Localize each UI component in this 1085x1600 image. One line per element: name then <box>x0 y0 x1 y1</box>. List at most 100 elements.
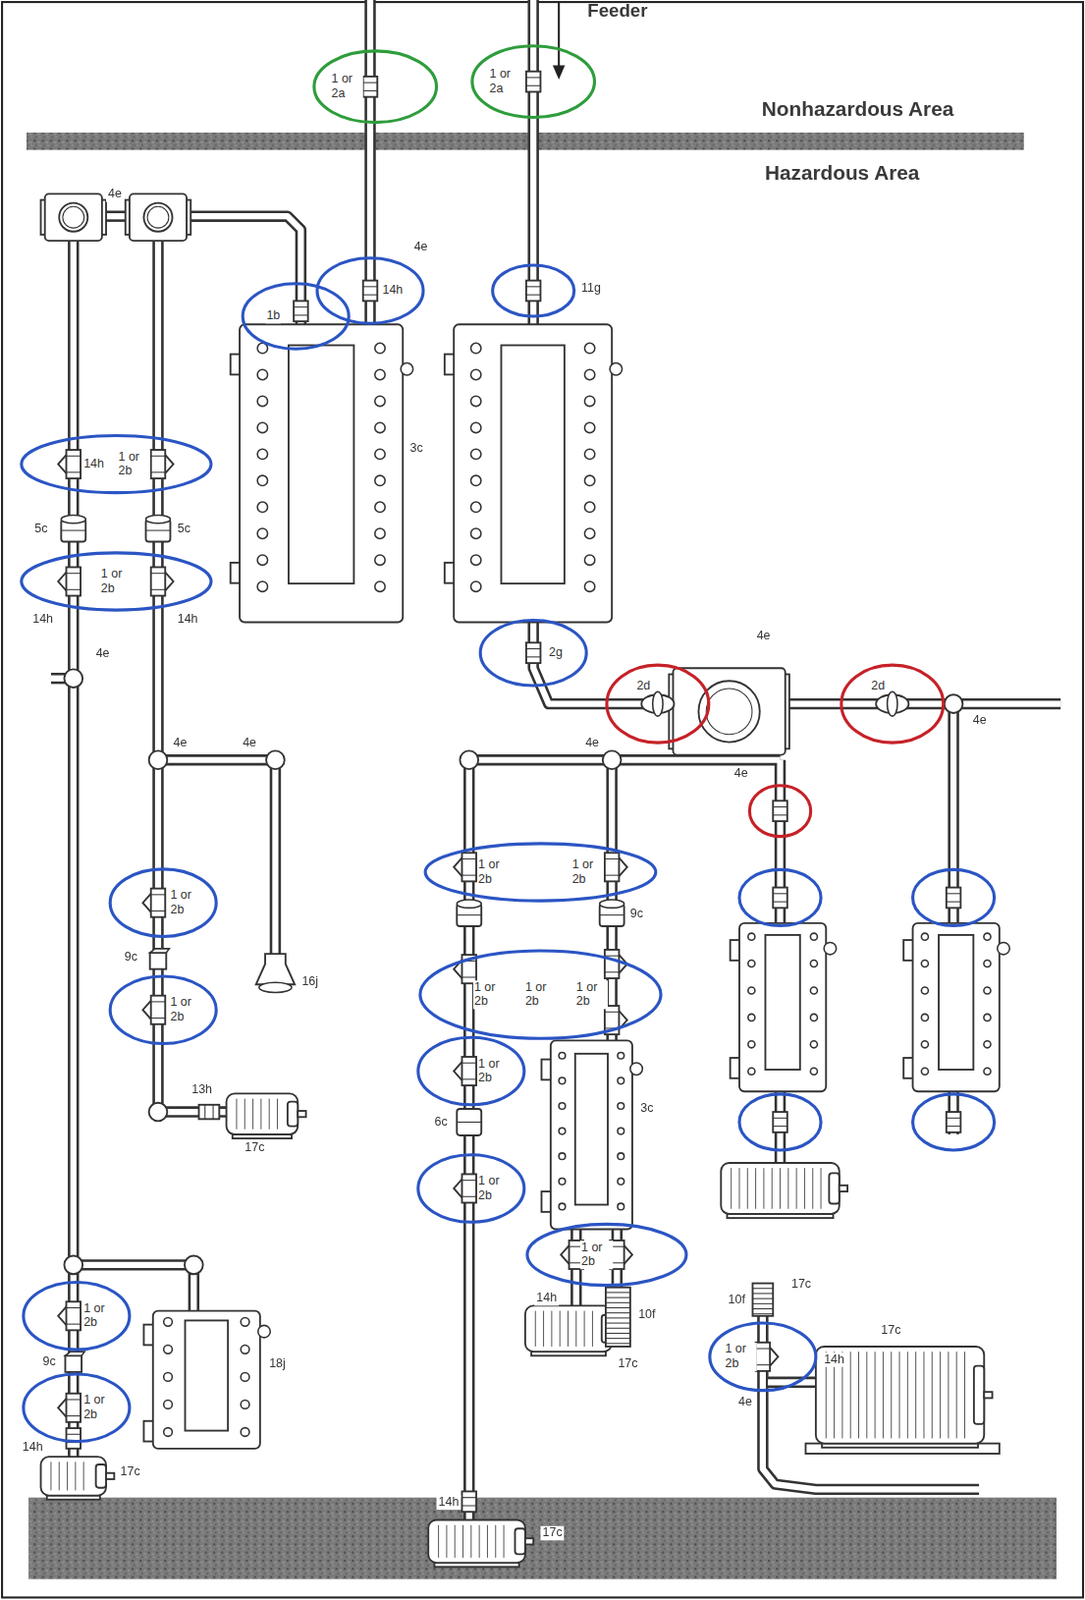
callout-text-group: 1 or 2b <box>477 1174 510 1203</box>
highlight-ellipse <box>739 1093 821 1150</box>
drain-fitting <box>150 948 170 953</box>
panelboard-bolt <box>471 581 482 592</box>
ellipse-outline <box>480 619 587 685</box>
sealing-fitting <box>66 1414 82 1416</box>
breather-fitting <box>641 691 674 716</box>
sealing-fitting <box>66 566 82 596</box>
motor-rib <box>584 1310 586 1347</box>
conduit-fitting <box>199 1104 220 1120</box>
panelboard-bolt <box>240 1372 250 1382</box>
breather-fitting <box>887 691 898 716</box>
conduit-fitting <box>526 285 542 287</box>
motor-rib <box>747 1167 749 1209</box>
conduit-fitting <box>526 85 542 87</box>
sealing-fitting <box>57 1398 66 1417</box>
motor-rib <box>575 1310 577 1347</box>
ellipse-outline <box>841 664 944 743</box>
conduit-fitting <box>461 1490 477 1512</box>
conduit-body <box>184 1255 204 1275</box>
panelboard-bolt <box>748 1013 756 1021</box>
motor-shaft <box>525 1537 534 1544</box>
callout-number: 3c <box>407 441 425 456</box>
panelboard-bolt <box>810 986 817 994</box>
panelboard-bolt <box>983 1040 991 1048</box>
panelboard-bolt <box>257 475 268 486</box>
motor <box>815 1346 984 1444</box>
area-boundary <box>26 132 1025 151</box>
callout-ellipse: 1b <box>240 281 351 352</box>
panelboard-bolt <box>375 475 385 486</box>
motor-shaft <box>106 1472 114 1479</box>
sealing-fitting <box>604 949 620 978</box>
callout-number: 1 or 2b <box>477 858 510 887</box>
panelboard-bolt <box>617 1102 625 1110</box>
motor-rib <box>58 1461 60 1490</box>
callout-number: 5c <box>32 522 50 537</box>
callout-number: 10f <box>725 1293 747 1307</box>
callout-text-group: 1 or 2b <box>477 1056 510 1085</box>
sealing-fitting <box>66 572 82 574</box>
flexible-fitting <box>752 1307 773 1309</box>
sealing-fitting <box>456 1108 482 1136</box>
callout-number: 9c <box>41 1354 58 1368</box>
sealing-fitting <box>142 893 151 913</box>
ellipse-outline <box>604 662 711 745</box>
callout-ellipse: 1 or 2b <box>21 1279 132 1352</box>
conduit-fitting <box>946 887 962 909</box>
callout-number: 1 or 2b <box>723 1342 757 1371</box>
conduit-fitting <box>946 892 962 894</box>
callout-text-group: 2g <box>547 646 564 660</box>
conduit-fitting <box>526 71 542 93</box>
panelboard-bolt <box>471 342 482 353</box>
motor-skid <box>805 1443 999 1454</box>
callout-number: 17c <box>789 1276 814 1291</box>
callout-number: 2d <box>635 679 651 694</box>
ellipse-outline <box>606 664 709 743</box>
motor-endcap <box>287 1101 298 1127</box>
callout-ellipse: 2d <box>839 662 946 745</box>
panelboard-bolt <box>375 422 385 433</box>
conduit-run <box>469 759 781 1520</box>
ellipse-outline <box>19 433 214 494</box>
panelboard-bolt <box>163 1344 173 1354</box>
conduit-run <box>51 0 1061 1520</box>
junction-box <box>62 206 85 228</box>
panelboard-bolt <box>257 369 268 380</box>
conduit-fitting <box>772 813 788 815</box>
sealing-fitting <box>66 471 82 473</box>
union-fitting <box>599 899 625 926</box>
conduit-fitting <box>526 280 542 302</box>
conduit-body <box>266 750 285 769</box>
panelboard-bolt <box>471 369 482 380</box>
lighting-fixture <box>256 953 295 984</box>
ellipse-outline <box>478 617 589 688</box>
panelboard-bolt <box>375 501 385 512</box>
motor-shaft <box>839 1185 848 1192</box>
sealing-fitting <box>57 449 81 479</box>
panelboard-bolt <box>163 1316 173 1326</box>
motor-rib <box>592 1310 594 1347</box>
conduit-fitting <box>772 800 788 821</box>
conduit-fitting <box>66 1427 82 1449</box>
flexible-fitting <box>605 1337 631 1339</box>
conduit-fitting <box>946 1111 962 1133</box>
union-fitting <box>146 514 171 523</box>
motor-endcap <box>514 1527 525 1554</box>
motor-rib <box>947 1351 949 1438</box>
callout-number: 16j <box>299 975 321 989</box>
motor-rib <box>479 1524 481 1558</box>
conduit-fitting <box>772 887 788 909</box>
sealing-fitting <box>604 852 620 881</box>
panelboard-bolt <box>375 369 385 380</box>
conduit-fitting <box>199 1104 220 1120</box>
panelboard <box>739 922 826 1091</box>
callout-ellipse: 1 or 2b <box>19 550 214 612</box>
callout-number: 4e <box>755 629 773 644</box>
ellipse-outline <box>420 950 661 1038</box>
sealing-fitting <box>151 572 166 574</box>
sealing-fitting <box>57 454 66 474</box>
panelboard-bolt <box>163 1427 173 1437</box>
panelboard-bolt <box>375 342 385 353</box>
